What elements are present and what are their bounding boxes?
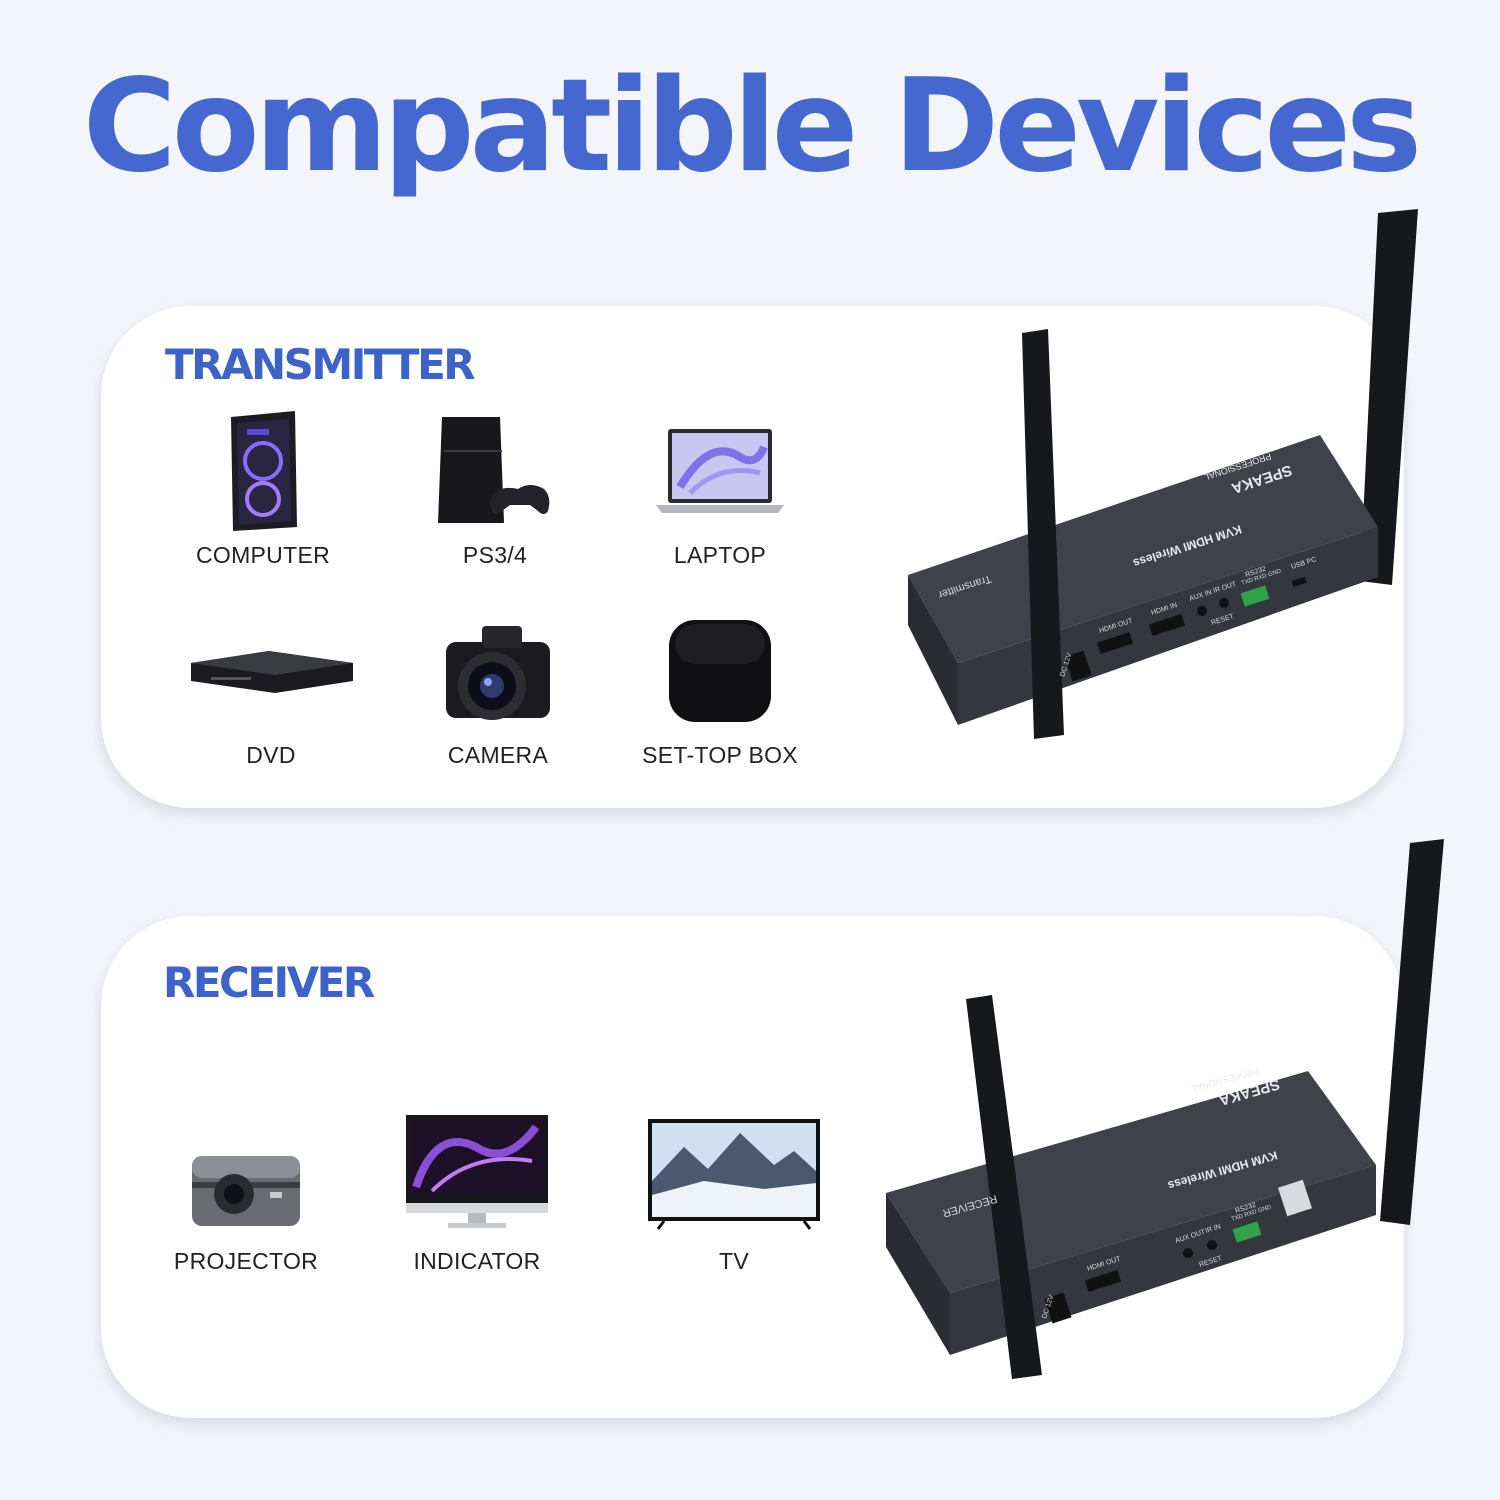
page-title: Compatible Devices: [82, 52, 1422, 201]
antenna: [1022, 329, 1064, 739]
device-label: DVD: [246, 742, 296, 768]
camera-icon: [398, 606, 598, 736]
device-label: SET-TOP BOX: [642, 742, 798, 768]
antenna: [1380, 839, 1444, 1225]
transmitter-heading: TRANSMITTER: [165, 340, 476, 389]
device-label: PROJECTOR: [173, 1248, 319, 1274]
computer-tower-icon: [163, 406, 363, 536]
receiver-heading: RECEIVER: [163, 958, 375, 1007]
laptop-icon: [620, 406, 820, 536]
transmitter-device-image: SPEAKA PROFESSIONAL KVM HDMI Wireless Tr…: [908, 209, 1418, 739]
device-label: TV: [719, 1248, 749, 1274]
game-console-icon: [395, 406, 595, 536]
device-label: PS3/4: [462, 542, 528, 568]
device-body: [908, 435, 1378, 663]
projector-icon: [146, 1122, 346, 1252]
monitor-icon: [377, 1106, 577, 1236]
device-label: LAPTOP: [673, 542, 767, 568]
dvd-player-icon: [171, 606, 371, 736]
device-label: INDICATOR: [413, 1248, 541, 1274]
device-label: CAMERA: [447, 742, 549, 768]
receiver-device-image: SPEAKA PROFESSIONAL KVM HDMI Wireless RE…: [886, 839, 1444, 1379]
tv-icon: [634, 1106, 834, 1236]
device-label: COMPUTER: [195, 542, 330, 568]
antenna: [966, 995, 1042, 1379]
set-top-box-icon: [620, 606, 820, 736]
port-label: IR IN: [1204, 1223, 1221, 1235]
antenna: [1360, 209, 1418, 585]
